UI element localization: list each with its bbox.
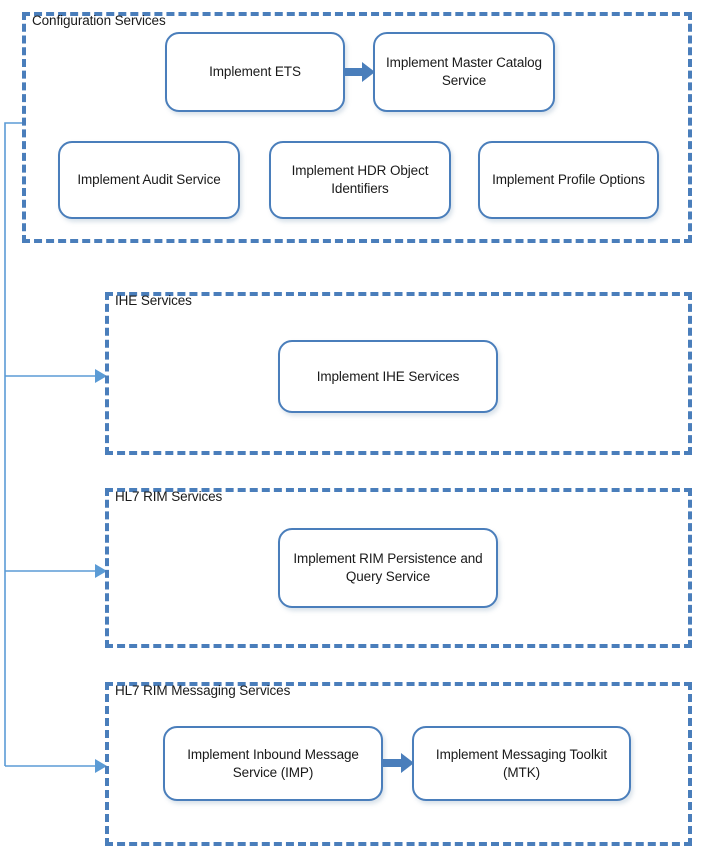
node-label-implement-inbound-message-service-imp: Implement Inbound Message Service (IMP) bbox=[187, 746, 359, 780]
node-label-implement-master-catalog-service: Implement Master Catalog Service bbox=[386, 55, 542, 88]
node-label-implement-hdr-object-identifiers: Implement HDR Object Identifiers bbox=[291, 163, 429, 196]
group-hl7-rim-services[interactable]: HL7 RIM Services bbox=[105, 488, 692, 648]
node-implement-hdr-object-identifiers[interactable]: Implement HDR Object Identifiers bbox=[269, 141, 451, 219]
node-implement-master-catalog-service[interactable]: Implement Master Catalog Service bbox=[373, 32, 555, 112]
node-label-implement-rim-persistence-and-query-service: Implement RIM Persistence and Query Serv… bbox=[293, 551, 483, 584]
node-implement-audit-service[interactable]: Implement Audit Service bbox=[58, 141, 240, 219]
node-label-implement-ets: Implement ETS bbox=[209, 64, 301, 80]
block-arrow-imp-to-mtk bbox=[383, 753, 414, 773]
node-implement-inbound-message-service-imp[interactable]: Implement Inbound Message Service (IMP) bbox=[163, 726, 383, 801]
node-implement-ets[interactable]: Implement ETS bbox=[165, 32, 345, 112]
node-implement-ihe-services[interactable]: Implement IHE Services bbox=[278, 340, 498, 413]
node-implement-rim-persistence-and-query-service[interactable]: Implement RIM Persistence and Query Serv… bbox=[278, 528, 498, 608]
group-label-hl7-rim-services: HL7 RIM Services bbox=[115, 489, 223, 504]
group-configuration-services[interactable]: Configuration Services bbox=[22, 12, 692, 243]
node-implement-messaging-toolkit-mtk[interactable]: Implement Messaging Toolkit (MTK) bbox=[412, 726, 631, 801]
node-label-implement-messaging-toolkit-mtk: Implement Messaging Toolkit (MTK) bbox=[435, 746, 608, 780]
group-hl7-rim-messaging-services[interactable]: HL7 RIM Messaging Services bbox=[105, 682, 692, 846]
node-label-implement-ihe-services: Implement IHE Services bbox=[316, 368, 460, 384]
group-ihe-services[interactable]: IHE Services bbox=[105, 292, 692, 455]
group-label-ihe-services: IHE Services bbox=[115, 293, 192, 308]
node-implement-profile-options[interactable]: Implement Profile Options bbox=[478, 141, 659, 219]
group-label-configuration-services: Configuration Services bbox=[32, 13, 166, 28]
node-label-implement-profile-options: Implement Profile Options bbox=[492, 172, 645, 188]
block-arrow-ets-to-master-catalog bbox=[345, 62, 375, 82]
group-label-hl7-rim-messaging-services: HL7 RIM Messaging Services bbox=[115, 683, 291, 698]
node-label-implement-audit-service: Implement Audit Service bbox=[77, 172, 221, 188]
